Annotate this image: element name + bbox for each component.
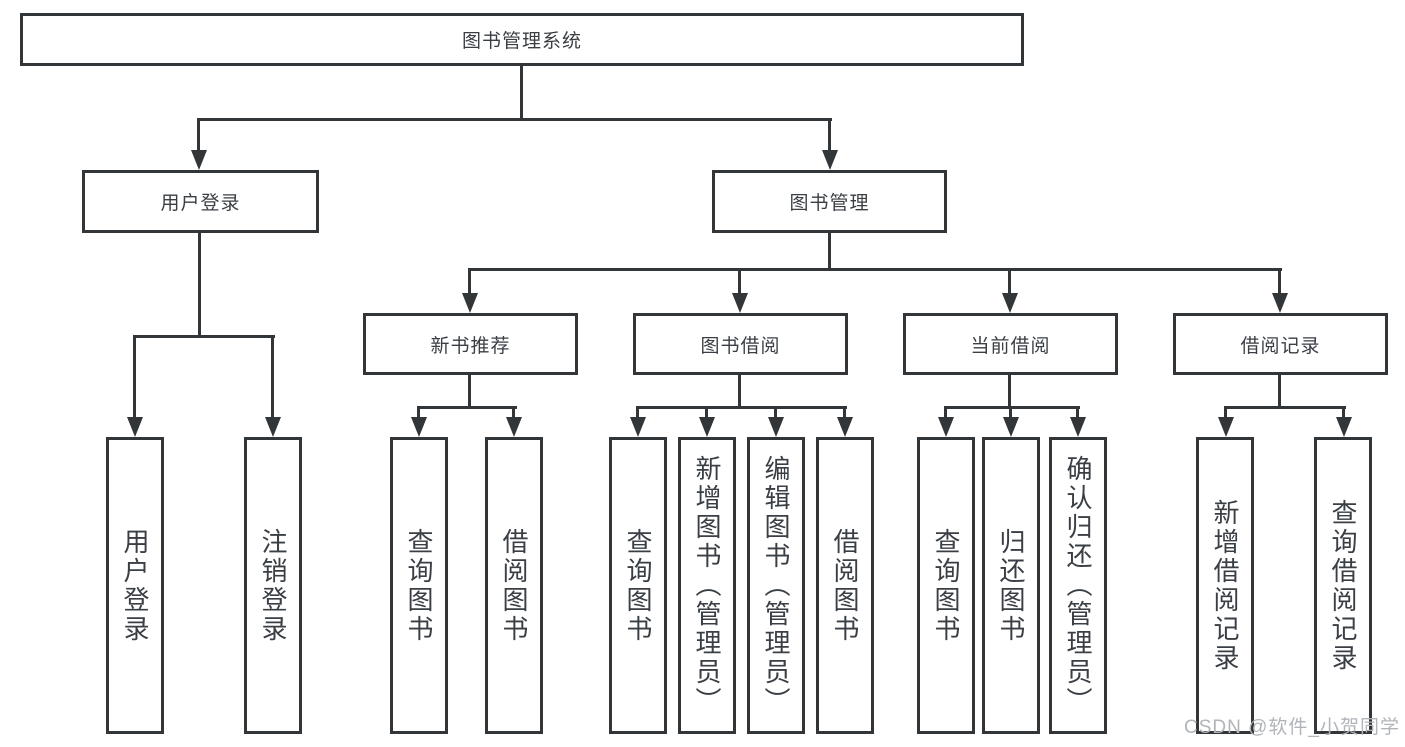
leaf-label: 借阅图书 — [499, 527, 529, 644]
arrow-down-icon — [127, 417, 143, 437]
leaf-edit-books-admin: 编辑图书（管理员） — [747, 437, 805, 734]
connector-leaf-drop — [636, 406, 639, 421]
connector-leaf-drop — [705, 406, 708, 421]
leaf-add-borrow-record: 新增借阅记录 — [1196, 437, 1254, 734]
node-book-borrow: 图书借阅 — [633, 313, 848, 375]
connector-level2-hline — [197, 118, 832, 121]
leaf-label: 归还图书 — [996, 527, 1026, 644]
arrow-down-icon — [1070, 417, 1086, 437]
connector-leaf-drop — [1009, 406, 1012, 421]
leaf-label: 新增图书（管理员） — [692, 455, 722, 716]
arrow-down-icon — [1002, 293, 1018, 313]
leaf-logout-login: 注销登录 — [244, 437, 302, 734]
node-root-system: 图书管理系统 — [20, 13, 1024, 66]
arrow-down-icon — [1003, 417, 1019, 437]
arrow-down-icon — [462, 293, 478, 313]
connector-hline — [417, 406, 517, 409]
arrow-down-icon — [699, 417, 715, 437]
connector-hline — [944, 406, 1080, 409]
arrow-down-icon — [938, 417, 954, 437]
connector-leaf-drop — [944, 406, 947, 421]
connector-leaf-drop — [271, 335, 274, 421]
leaf-query-books-borrow: 查询图书 — [609, 437, 667, 734]
connector-leaf-drop — [1076, 406, 1079, 421]
leaf-add-books-admin: 新增图书（管理员） — [678, 437, 736, 734]
node-user-login: 用户登录 — [82, 170, 319, 233]
arrow-down-icon — [191, 150, 207, 170]
connector-leaf-drop — [417, 406, 420, 421]
node-current-borrow: 当前借阅 — [903, 313, 1118, 375]
leaf-query-borrow-record: 查询借阅记录 — [1314, 437, 1372, 734]
leaf-label: 注销登录 — [258, 527, 288, 644]
arrow-down-icon — [1272, 293, 1288, 313]
leaf-label: 用户登录 — [120, 527, 150, 644]
connector-leaf-drop — [512, 406, 515, 421]
connector-level3-hline — [468, 268, 1282, 271]
connector-module-drop — [738, 268, 741, 296]
arrow-down-icon — [630, 417, 646, 437]
watermark-text: CSDN @软件_小贺同学 — [1184, 717, 1400, 738]
arrow-down-icon — [1218, 417, 1234, 437]
connector-module-drop — [1278, 268, 1281, 296]
arrow-down-icon — [411, 417, 427, 437]
arrow-down-icon — [506, 417, 522, 437]
connector-vline — [468, 375, 471, 409]
arrow-down-icon — [1336, 417, 1352, 437]
leaf-label: 新增借阅记录 — [1210, 498, 1240, 673]
connector-vline — [738, 375, 741, 409]
connector-hline — [636, 406, 847, 409]
leaf-label: 查询图书 — [931, 527, 961, 644]
connector-hline — [1224, 406, 1346, 409]
arrow-down-icon — [837, 417, 853, 437]
leaf-query-books-recommend: 查询图书 — [390, 437, 448, 734]
leaf-return-books: 归还图书 — [982, 437, 1040, 734]
leaf-borrow-books-recommend: 借阅图书 — [485, 437, 543, 734]
connector-book-mgmt-drop — [828, 118, 831, 154]
connector-user-login-drop — [197, 118, 200, 154]
arrow-down-icon — [822, 150, 838, 170]
leaf-user-login: 用户登录 — [106, 437, 164, 734]
connector-leaf-drop — [774, 406, 777, 421]
leaf-label: 查询借阅记录 — [1328, 498, 1358, 673]
connector-leaf-drop — [843, 406, 846, 421]
connector-leaf-drop — [133, 335, 136, 421]
leaf-label: 借阅图书 — [830, 527, 860, 644]
arrow-down-icon — [732, 293, 748, 313]
connector-module-drop — [1008, 268, 1011, 296]
leaf-label: 查询图书 — [404, 527, 434, 644]
connector-root-vline — [520, 66, 523, 120]
node-new-book-recommend: 新书推荐 — [363, 313, 578, 375]
leaf-borrow-books: 借阅图书 — [816, 437, 874, 734]
connector-book-mgmt-vline — [828, 233, 831, 270]
arrow-down-icon — [265, 417, 281, 437]
connector-user-login-hline — [133, 335, 275, 338]
connector-vline — [1008, 375, 1011, 409]
connector-module-drop — [468, 268, 471, 296]
leaf-query-books-current: 查询图书 — [917, 437, 975, 734]
node-borrow-records: 借阅记录 — [1173, 313, 1388, 375]
connector-leaf-drop — [1224, 406, 1227, 421]
node-book-management: 图书管理 — [712, 170, 947, 233]
leaf-label: 查询图书 — [623, 527, 653, 644]
connector-leaf-drop — [1342, 406, 1345, 421]
leaf-label: 编辑图书（管理员） — [761, 455, 791, 716]
connector-vline — [1278, 375, 1281, 409]
leaf-label: 确认归还（管理员） — [1063, 455, 1093, 716]
leaf-confirm-return-admin: 确认归还（管理员） — [1049, 437, 1107, 734]
arrow-down-icon — [768, 417, 784, 437]
connector-user-login-vline — [198, 233, 201, 337]
